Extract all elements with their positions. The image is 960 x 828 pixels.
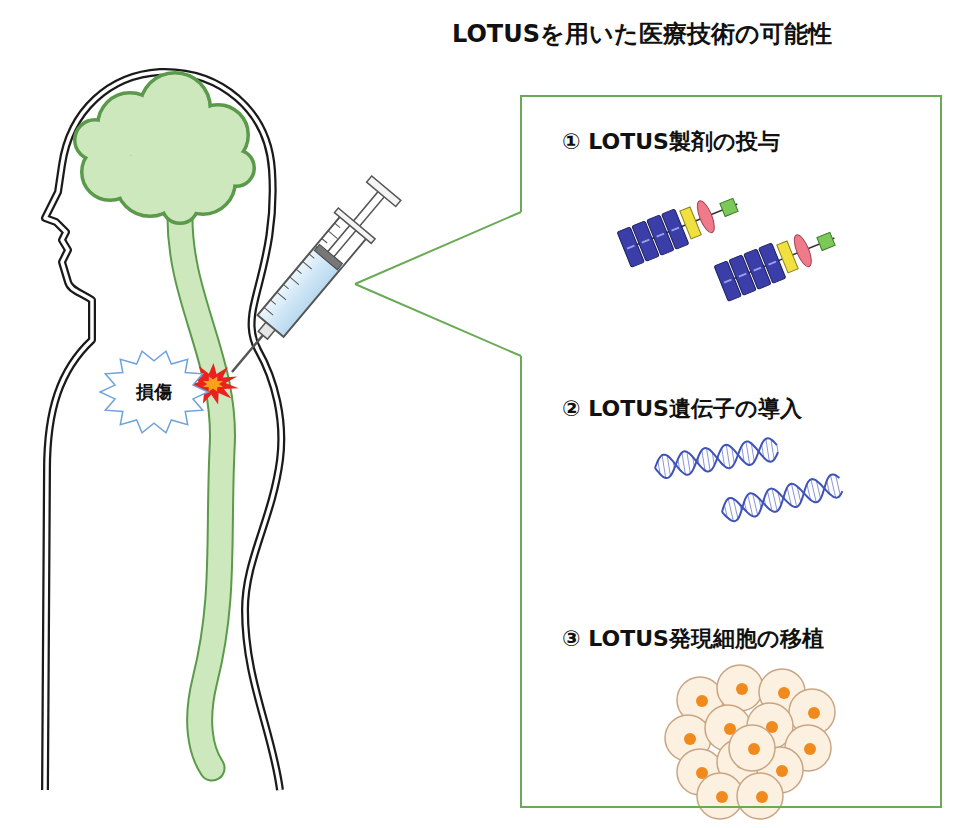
protein-molecule [714,220,841,301]
syringe-tick [277,292,286,300]
molecule-stripe [724,280,731,283]
dna-rung [791,484,796,507]
injury-burst: 損傷 [98,348,210,436]
dna-rung [746,441,750,465]
cell-nucleus [736,683,748,695]
dna-rung [766,439,770,462]
brain-fill [220,152,253,185]
cell-body [717,665,763,711]
spinal-cord-outline [180,212,223,768]
syringe-stopper [314,244,342,269]
cell-nucleus [756,791,768,803]
dna-strand [719,473,843,523]
syringe-plunger [325,190,385,259]
cell [737,773,783,819]
spinal-cord [180,212,223,768]
dna-rung [811,479,816,502]
cell-nucleus [748,743,760,755]
burst-outline-shape [100,351,208,433]
method-heading: ③ LOTUS発現細胞の移植 [562,624,824,654]
syringe-tick [322,239,327,243]
syringe-thumb [367,176,401,207]
syringe-ticks [264,223,344,315]
syringe-tick [309,254,314,258]
cell-nucleus [778,687,790,699]
protein-molecule [617,186,744,267]
molecule-stripe [754,268,761,271]
method-heading: ① LOTUS製剤の投与 [562,127,780,157]
cell-nucleus [696,695,708,707]
dna-rung [726,445,730,469]
syringe-tick [270,300,275,304]
title: LOTUSを用いた医療技術の可能性 [452,18,832,50]
dna-strand [653,437,779,480]
molecule-stripe [672,228,679,231]
dna-helix [719,473,843,524]
dna-rung [836,475,841,495]
syringe-tick [328,231,337,239]
molecule-stripe [769,262,776,265]
syringe-tick [335,223,340,227]
brain-fill [164,189,197,222]
callout-line [355,212,521,284]
lotus-protein [617,186,841,301]
brain [75,73,254,223]
cell-nucleus [684,733,696,745]
dna-strand [653,437,779,480]
syringe-tick [303,261,312,269]
cell [717,665,763,711]
molecule-domain [791,233,815,269]
dna-strand [719,473,843,523]
method-panel: ① LOTUS製剤の投与 ② LOTUS遺伝子の導入 ③ LOTUS発現細胞の移植 [520,95,942,808]
syringe-flange [334,208,375,243]
cell-nucleus [808,707,820,719]
dna-helix [653,437,779,480]
lotus-cells [665,665,835,819]
cell-nucleus [776,765,788,777]
molecule-stripe [642,240,649,243]
panel-border [520,356,522,808]
syringe-tick [290,277,299,285]
dna-rung [777,445,778,452]
cell-nucleus [716,791,728,803]
molecule-stripe [739,274,746,277]
cell-body [729,725,775,771]
body-outline-gap [45,72,281,790]
molecule-domain [720,198,738,216]
injury-core [203,377,223,392]
body-silhouette [45,72,281,790]
body-outline [45,72,281,790]
dna-rung [662,455,666,478]
brain-fill [77,122,114,159]
syringe-tick [296,269,301,273]
syringe [214,173,405,388]
syringe-tick [264,307,273,315]
cell-body [737,773,783,819]
cell [729,725,775,771]
panel-border [520,95,522,212]
callout-line [355,284,521,356]
dna-rung [707,448,711,471]
syringe-tick [283,284,288,288]
lotus-gene [653,437,843,524]
molecule-domain [817,232,835,250]
molecule-domain [694,199,718,235]
cell-body [697,773,743,819]
cell [697,773,743,819]
node-label: 損傷 [136,380,172,404]
molecule-stripe [627,246,634,249]
spinal-cord-fill [180,212,223,768]
brain-fill [132,112,209,189]
method-heading: ② LOTUS遺伝子の導入 [562,394,802,424]
cell-nucleus [804,743,816,755]
molecule-stripe [657,234,664,237]
syringe-needle [232,334,264,372]
